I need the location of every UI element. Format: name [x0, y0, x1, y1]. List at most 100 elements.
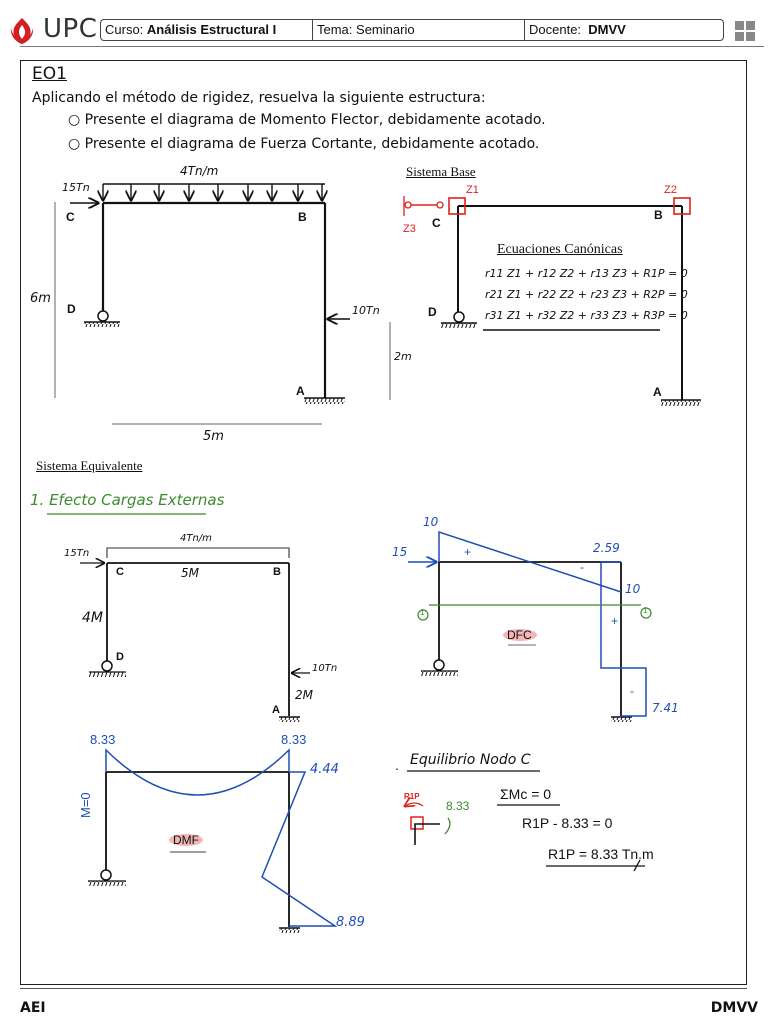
- dmf-column-line: [261, 771, 338, 927]
- sub-height-dimension-label: 2m: [394, 350, 412, 363]
- course-value: Análisis Estructural I: [146, 22, 277, 37]
- node-d-label: D: [67, 302, 76, 316]
- dfc-value-left-top: 10: [423, 515, 439, 529]
- eq-point-load-ab-label: 10Tn: [312, 663, 338, 674]
- eq-sub-height-label: 2M: [295, 688, 313, 702]
- dmf-hinge-moment: M=0: [78, 792, 93, 818]
- teacher-label: Docente:: [529, 22, 582, 37]
- canonical-equations-title: Ecuaciones Canónicas: [497, 242, 623, 257]
- equilibrium-eq2: R1P - 8.33 = 0: [522, 815, 613, 831]
- step1-title: 1. Efecto Cargas Externas: [30, 491, 225, 509]
- base-node-b-label: B: [654, 208, 663, 222]
- dof-z2-clamp: [673, 197, 691, 215]
- dfc-sign: +: [464, 545, 472, 559]
- dmf-beam-curve: [105, 748, 290, 796]
- applied-moment-label: 8.33: [446, 799, 470, 813]
- base-node-c-label: C: [432, 216, 441, 230]
- base-system-title: Sistema Base: [406, 164, 476, 179]
- width-dimension-label: 5m: [203, 429, 224, 444]
- eq-distributed-load-label: 4Tn/m: [180, 533, 212, 544]
- dfc-highlight: [503, 629, 537, 641]
- dof-z1-clamp: [448, 197, 466, 215]
- topic-cell: Tema: Seminario: [313, 20, 525, 40]
- section-cut-mark: 1: [643, 606, 648, 615]
- upc-logo-icon: [10, 18, 34, 44]
- base-system-structure: [403, 196, 701, 406]
- reaction-label: R1P: [404, 792, 420, 801]
- height-dimension-label: 6m: [30, 291, 51, 306]
- dfc-column-positive: [600, 561, 621, 669]
- distributed-load-label: 4Tn/m: [180, 164, 219, 178]
- dfc-beam-line: [438, 530, 622, 593]
- equilibrium-eq1: ΣMc = 0: [500, 786, 552, 802]
- canonical-equation: r21 Z1 + r22 Z2 + r23 Z3 + R2P = 0: [485, 288, 688, 301]
- problem-statement: Aplicando el método de rigidez, resuelva…: [32, 90, 486, 106]
- dfc-sign: -: [580, 560, 584, 574]
- eq-node-c-label: C: [116, 566, 124, 578]
- equilibrium-result: R1P = 8.33 Tn.m: [548, 846, 654, 862]
- dmf-highlight: [169, 834, 203, 846]
- eq-col-height-label: 4M: [82, 610, 103, 626]
- eq-point-load-c-label: 15Tn: [64, 548, 90, 559]
- node-b-label: B: [298, 210, 307, 224]
- point-load-ab-label: 10Tn: [352, 304, 380, 317]
- page-frame-bottom-rule: [20, 988, 747, 989]
- dfc-sign: -: [630, 684, 634, 698]
- canonical-equation: r11 Z1 + r12 Z2 + r13 Z3 + R1P = 0: [485, 267, 688, 280]
- base-node-d-label: D: [428, 305, 437, 319]
- equivalent-system-title: Sistema Equivalente: [36, 458, 143, 473]
- dmf-value-right: 8.33: [281, 732, 307, 747]
- bullet-text: Presente el diagrama de Fuerza Cortante,…: [84, 136, 540, 152]
- course-cell: Curso: Análisis Estructural I: [101, 20, 313, 40]
- equilibrium-title: Equilibrio Nodo C: [410, 752, 531, 768]
- dfc-label: DFC: [507, 628, 532, 642]
- canonical-equation: r31 Z1 + r32 Z2 + r33 Z3 + R3P = 0: [485, 309, 688, 322]
- topic-value: Seminario: [356, 22, 415, 37]
- dof-z2-label: Z2: [664, 184, 677, 196]
- equivalent-structure: [47, 513, 310, 722]
- point-load-c-label: 15Tn: [62, 181, 90, 194]
- dfc-value-right-beam: 10: [625, 582, 641, 596]
- bullet-text: Presente el diagrama de Momento Flector,…: [84, 112, 546, 128]
- section-cut-mark: 1: [420, 608, 425, 617]
- dmf-value-mid-col: 4.44: [310, 762, 339, 777]
- eq-node-a-label: A: [272, 704, 280, 716]
- course-label: Curso:: [105, 22, 144, 37]
- brand-name: UPC: [43, 14, 98, 44]
- dof-z1-label: Z1: [466, 184, 479, 196]
- footer-right: DMVV: [710, 1000, 758, 1016]
- eq-node-d-label: D: [116, 651, 124, 663]
- load-arrows: [103, 184, 322, 200]
- dfc-column-negative: [621, 667, 647, 717]
- original-structure: [54, 183, 391, 425]
- node-c-label: C: [66, 210, 75, 224]
- page-frame: [20, 60, 747, 985]
- bullet-item: ○ Presente el diagrama de Momento Flecto…: [68, 112, 546, 128]
- footer-left: AEI: [20, 1000, 46, 1016]
- eq-node-b-label: B: [273, 566, 281, 578]
- bullet-item: ○ Presente el diagrama de Fuerza Cortant…: [68, 136, 540, 152]
- topic-label: Tema:: [317, 22, 353, 37]
- grid-menu-icon[interactable]: [735, 21, 755, 41]
- dmf-value-left: 8.33: [90, 732, 116, 747]
- header-divider: [20, 46, 764, 47]
- eq-span-label: 5M: [181, 566, 199, 580]
- dfc-value-right-top: 2.59: [593, 541, 620, 555]
- dmf-value-base: 8.89: [336, 915, 365, 930]
- teacher-value: DMVV: [588, 22, 626, 37]
- problem-id: EO1: [32, 64, 67, 84]
- teacher-cell: Docente: DMVV: [525, 20, 723, 40]
- dmf-label: DMF: [173, 833, 199, 847]
- shear-force-diagram: [408, 530, 652, 722]
- dfc-value-load: 15: [392, 545, 408, 559]
- bending-moment-diagram: [88, 748, 338, 933]
- base-node-a-label: A: [653, 385, 662, 399]
- node-equilibrium-sketch: [405, 770, 645, 872]
- dfc-sign: +: [611, 614, 619, 628]
- dof-z3-label: Z3: [403, 223, 416, 235]
- pin-support-d: [97, 310, 109, 322]
- equilibrium-bullet: .: [395, 757, 399, 773]
- dfc-value-bottom: 7.41: [652, 701, 679, 715]
- course-header: Curso: Análisis Estructural I Tema: Semi…: [100, 19, 724, 41]
